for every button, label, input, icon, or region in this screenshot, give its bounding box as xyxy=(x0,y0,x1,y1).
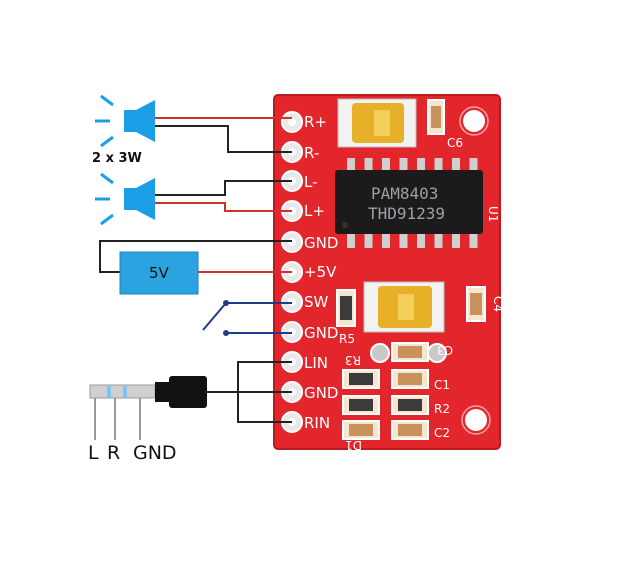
power-wires xyxy=(99,240,292,273)
chip-leg xyxy=(347,234,355,248)
pin-label: R+ xyxy=(304,113,327,131)
chip-leg xyxy=(417,234,425,248)
silk-u1: U1 xyxy=(486,206,500,222)
chip-leg xyxy=(469,158,478,172)
chip-leg xyxy=(382,158,390,172)
silk-c2: C2 xyxy=(434,426,450,440)
power-supply: 5V xyxy=(119,251,199,295)
chip-leg xyxy=(452,234,460,248)
chip-leg xyxy=(469,234,478,248)
chip-leg xyxy=(417,158,425,172)
pin-label: SW xyxy=(304,293,329,311)
silk-r5: R5 xyxy=(339,332,355,346)
pin-label: GND xyxy=(304,384,338,402)
smd-r5 xyxy=(336,289,356,327)
silk-r2: R2 xyxy=(434,402,450,416)
ic-chip: PAM8403 THD91239 xyxy=(335,158,483,248)
smd-c3 xyxy=(391,342,429,362)
pin-label: GND xyxy=(304,324,338,342)
pin-label: R- xyxy=(304,144,319,162)
silk-r3: R3 xyxy=(345,353,361,367)
jack-label-l: L xyxy=(88,442,99,464)
pin-label: RIN xyxy=(304,414,330,432)
speaker-icon xyxy=(95,94,155,148)
chip-leg xyxy=(452,158,460,172)
pin-labels: R+ R- L- L+ GND +5V SW GND LIN GND RIN xyxy=(304,113,338,432)
speaker-wires xyxy=(155,117,292,212)
via-left xyxy=(370,343,390,363)
smd-grid xyxy=(342,369,429,440)
mounting-hole-bottom xyxy=(465,409,487,431)
capacitor-top xyxy=(337,98,417,148)
pin-label: L+ xyxy=(304,202,325,220)
jack-label-gnd: GND xyxy=(133,442,177,464)
chip-leg xyxy=(399,158,408,172)
silk-c1: C1 xyxy=(434,378,450,392)
smd-c6 xyxy=(427,99,445,135)
jack-label-r: R xyxy=(107,442,120,464)
silk-c6: C6 xyxy=(447,136,463,150)
chip-leg xyxy=(399,234,408,248)
audio-wires xyxy=(206,361,292,423)
silk-c3: C3 xyxy=(437,343,453,357)
audio-jack-icon xyxy=(89,376,207,440)
chip-leg xyxy=(434,234,443,248)
speaker-label: 2 x 3W xyxy=(92,151,142,166)
switch-icon xyxy=(202,300,292,336)
chip-leg xyxy=(382,234,390,248)
chip-leg xyxy=(347,158,355,172)
capacitor-middle xyxy=(363,281,445,333)
mounting-hole-top xyxy=(463,110,485,132)
silk-c4: C4 xyxy=(491,296,505,312)
pin-label: GND xyxy=(304,234,338,252)
pin-label: L- xyxy=(304,173,318,191)
chip-leg xyxy=(434,158,443,172)
speaker-icon xyxy=(95,172,155,226)
pin-label: +5V xyxy=(304,263,337,281)
smd-c4 xyxy=(466,286,486,322)
mounting-hole-ring xyxy=(461,405,491,435)
silk-d1: D1 xyxy=(345,438,362,452)
chip-leg xyxy=(364,234,373,248)
power-label: 5V xyxy=(149,264,170,282)
pin-hole xyxy=(288,118,296,126)
mounting-hole-ring xyxy=(459,106,489,136)
pin-label: LIN xyxy=(304,354,328,372)
chip-line1: PAM8403 xyxy=(371,184,438,203)
chip-leg xyxy=(364,158,373,172)
chip-line2: THD91239 xyxy=(368,204,445,223)
